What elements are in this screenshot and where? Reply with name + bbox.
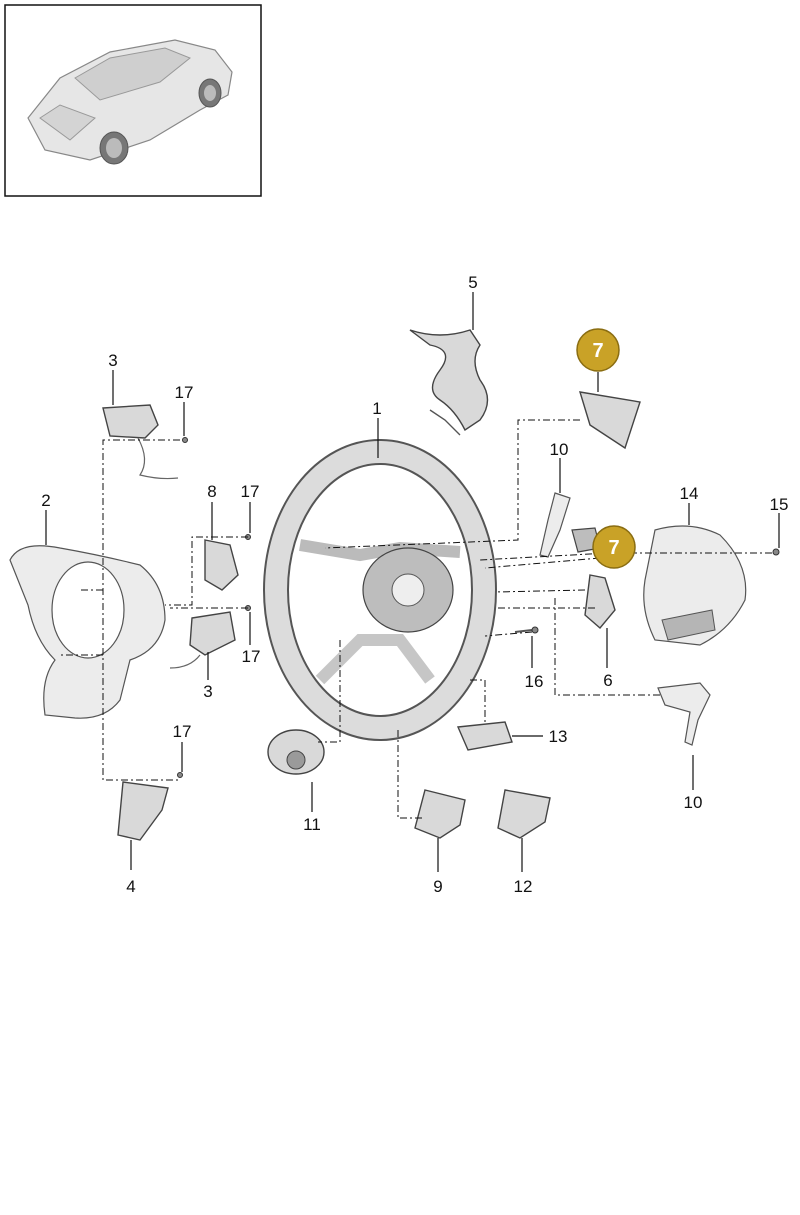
callout-2[interactable]: 2 <box>41 491 50 510</box>
vehicle-thumbnail <box>4 4 262 197</box>
column-shroud <box>643 525 747 646</box>
callout-labels: 1 2 3 3 4 5 6 8 9 10 10 11 12 13 14 15 1… <box>41 273 788 896</box>
car-icon <box>27 39 233 165</box>
clock-spring <box>267 729 325 775</box>
badge-7-middle[interactable]: 7 <box>592 525 636 569</box>
assembly-lines <box>60 419 772 819</box>
shift-paddle-upper <box>539 492 571 558</box>
screws-17 <box>177 437 251 778</box>
callout-17-upper-mid[interactable]: 17 <box>241 482 260 501</box>
wheel-trim-cover <box>9 545 166 719</box>
leader-lines <box>45 292 780 872</box>
control-unit <box>456 721 513 751</box>
callout-1[interactable]: 1 <box>372 399 381 418</box>
callout-10-top[interactable]: 10 <box>550 440 569 459</box>
switch-module-bottom <box>169 611 236 669</box>
bracket-9 <box>414 789 466 839</box>
callout-9[interactable]: 9 <box>433 877 442 896</box>
wiring-harness <box>409 329 489 436</box>
callout-5[interactable]: 5 <box>468 273 477 292</box>
screw-16 <box>514 626 539 634</box>
callout-13[interactable]: 13 <box>549 727 568 746</box>
bracket-lower <box>117 781 169 841</box>
steering-wheel <box>263 439 497 741</box>
badge-7-middle-label: 7 <box>608 537 619 559</box>
callout-12[interactable]: 12 <box>514 877 533 896</box>
bracket-8 <box>204 539 239 591</box>
callout-3-top[interactable]: 3 <box>108 351 117 370</box>
callout-3-bottom[interactable]: 3 <box>203 682 212 701</box>
callout-6[interactable]: 6 <box>603 671 612 690</box>
callout-14[interactable]: 14 <box>680 484 699 503</box>
callout-4[interactable]: 4 <box>126 877 135 896</box>
bracket-12 <box>497 789 551 839</box>
callout-16[interactable]: 16 <box>525 672 544 691</box>
callout-17-lower-mid[interactable]: 17 <box>242 647 261 666</box>
badge-7-top[interactable]: 7 <box>576 328 620 372</box>
switch-module-top <box>102 404 179 480</box>
callout-10-bottom[interactable]: 10 <box>684 793 703 812</box>
cover-7-top <box>579 391 641 450</box>
callout-8[interactable]: 8 <box>207 482 216 501</box>
callout-11[interactable]: 11 <box>303 815 321 834</box>
callout-15[interactable]: 15 <box>770 495 789 514</box>
shift-paddle-lower <box>657 682 711 746</box>
callout-17-top-left[interactable]: 17 <box>175 383 194 402</box>
screw-15 <box>772 548 780 556</box>
badge-7-top-label: 7 <box>592 340 603 362</box>
callout-17-bottom-left[interactable]: 17 <box>173 722 192 741</box>
cover-6 <box>584 574 616 629</box>
